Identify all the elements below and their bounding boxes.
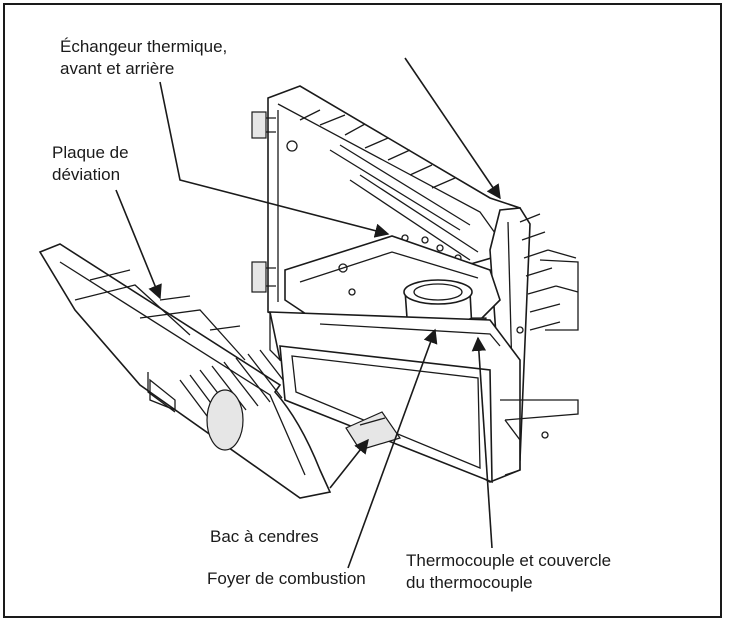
stove-firebox — [251, 85, 579, 484]
label-heat-exchanger-1: Échangeur thermique, — [60, 37, 227, 56]
label-heat-exchanger-2: avant et arrière — [60, 59, 174, 78]
label-baffle-2: déviation — [52, 165, 120, 184]
label-burn-pot: Foyer de combustion — [207, 569, 366, 588]
baffle-plate — [38, 243, 332, 499]
label-ash-pan: Bac à cendres — [210, 527, 319, 546]
callout-leaders — [115, 57, 501, 569]
label-baffle-1: Plaque de — [52, 143, 129, 162]
callout-labels: Échangeur thermique, avant et arrière Pl… — [52, 37, 611, 592]
label-thermocouple-1: Thermocouple et couvercle — [406, 551, 611, 570]
label-thermocouple-2: du thermocouple — [406, 573, 533, 592]
